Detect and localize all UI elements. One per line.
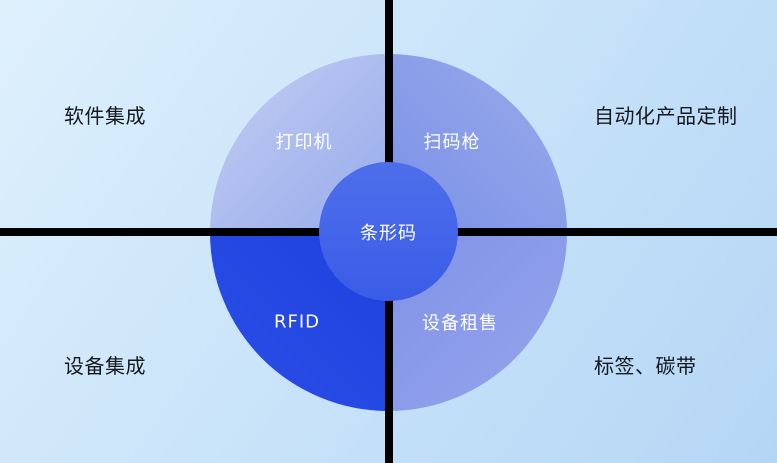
- quadrant-label-scanner: 扫码枪: [423, 132, 481, 153]
- center-circle: 条形码: [319, 162, 458, 301]
- corner-label-label-ribbon: 标签、碳带: [594, 354, 697, 378]
- corner-label-device-integration: 设备集成: [64, 354, 146, 378]
- corner-label-software-integration: 软件集成: [64, 104, 146, 128]
- outer-circle: [210, 54, 567, 411]
- corner-label-automation-product-custom: 自动化产品定制: [594, 104, 738, 128]
- quadrant-label-rental: 设备租售: [422, 313, 498, 334]
- center-label: 条形码: [360, 222, 417, 244]
- quadrant-label-rfid: RFID: [273, 311, 321, 333]
- quadrant-label-printer: 打印机: [275, 132, 333, 153]
